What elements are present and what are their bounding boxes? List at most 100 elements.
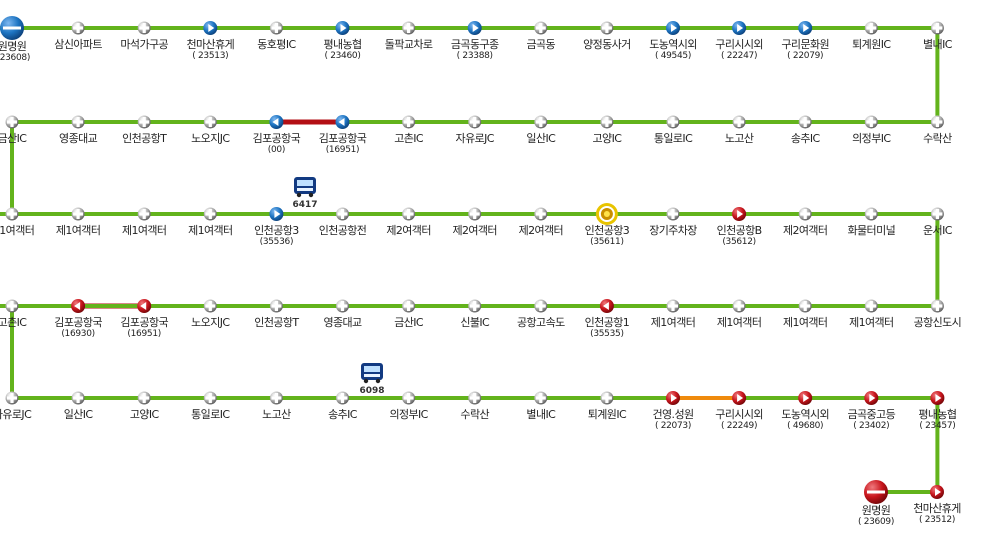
bus-stop[interactable]: 제1여객터 xyxy=(188,207,233,238)
stop-id: (35535) xyxy=(590,329,624,339)
bus-stop[interactable]: 금산IC xyxy=(0,115,28,146)
bus-stop[interactable]: 구리문화원( 22079) xyxy=(781,21,830,61)
bus-stop[interactable]: 제2여객터 xyxy=(452,207,498,238)
bus-stop[interactable]: 건영.성원( 22073) xyxy=(653,391,694,431)
bus-stop[interactable]: 자유로JC xyxy=(0,391,33,422)
bus-stop[interactable]: 인천공항전 xyxy=(319,207,367,238)
bus-stop[interactable]: 김포공항국(16930) xyxy=(54,299,103,339)
bus-stop[interactable]: 인천공항T xyxy=(122,115,168,146)
stop-name: 인천공항3 xyxy=(254,223,299,237)
bus-stop[interactable]: 공항신도시 xyxy=(914,299,962,330)
bus-stop[interactable]: 인천공항1(35535) xyxy=(585,299,630,339)
bus-stop[interactable]: 신불IC xyxy=(460,299,491,330)
bus-stop[interactable]: 구리시시외( 22247) xyxy=(715,21,764,61)
bus-marker[interactable]: 6098 xyxy=(359,363,385,396)
bus-stop[interactable]: 의정부IC xyxy=(852,115,892,146)
stop-name: 고촌IC xyxy=(0,316,27,329)
bus-stop[interactable]: 제2여객터 xyxy=(519,207,564,238)
stop-name: 구리시시외 xyxy=(715,408,763,421)
stop-name: 원명원 xyxy=(862,504,891,517)
bus-stop[interactable]: 고양IC xyxy=(130,391,160,422)
bus-stop[interactable]: 제2여객터 xyxy=(386,207,431,238)
bus-stop[interactable]: 김포공항국(16951) xyxy=(319,115,367,155)
stop-plus-icon xyxy=(534,391,548,405)
bus-stop[interactable]: 별내IC xyxy=(526,391,557,422)
bus-stop[interactable]: 일산IC xyxy=(526,115,557,146)
stop-name: 평내농협 xyxy=(918,408,956,421)
bus-stop[interactable]: 금산IC xyxy=(394,299,425,330)
bus-stop[interactable]: 장기주차장 xyxy=(649,207,698,238)
bus-stop[interactable]: 통일로IC xyxy=(654,115,694,146)
bus-stop[interactable]: 수락산 xyxy=(460,391,490,422)
bus-stop[interactable]: 인천공항3(35611) xyxy=(585,203,630,247)
bus-stop[interactable]: 의정부IC xyxy=(389,391,429,422)
bus-stop[interactable]: 제1여객터 xyxy=(56,207,101,238)
bus-stop[interactable]: 인천공항3(35536) xyxy=(254,207,300,247)
stop-name: 금곡동 xyxy=(527,38,556,51)
bus-stop[interactable]: 퇴계원IC xyxy=(588,391,628,422)
bus-stop[interactable]: 천마산휴게( 23512) xyxy=(913,485,961,525)
stop-plus-icon xyxy=(468,391,482,405)
bus-stop[interactable]: 별내IC xyxy=(923,21,953,52)
bus-stop[interactable]: 구리시시외( 22249) xyxy=(715,391,764,431)
bus-stop[interactable]: 천마산휴게( 23513) xyxy=(186,21,235,61)
bus-stop[interactable]: 송추IC xyxy=(791,115,821,146)
bus-stop[interactable]: 제1여객터 xyxy=(783,299,828,330)
bus-stop[interactable]: 김포공항국(00) xyxy=(253,115,301,155)
stop-id: (35612) xyxy=(722,237,756,247)
bus-stop[interactable]: 제1여객터 xyxy=(849,299,894,330)
bus-stop[interactable]: 고촌IC xyxy=(394,115,425,146)
bus-stop[interactable]: 평내농협( 23457) xyxy=(918,391,957,431)
bus-stop[interactable]: 영종대교 xyxy=(59,115,98,146)
bus-stop[interactable]: 돌팍교차로 xyxy=(385,21,433,52)
bus-stop[interactable]: 금곡중고등( 23402) xyxy=(847,391,896,431)
bus-stop[interactable]: 운서IC xyxy=(923,207,953,238)
bus-stop[interactable]: 고촌IC xyxy=(0,299,28,330)
bus-stop[interactable]: 양정동사거 xyxy=(583,21,631,52)
bus-stop[interactable]: 금곡동 xyxy=(527,21,556,52)
stop-plus-icon xyxy=(203,391,217,405)
bus-stop[interactable]: 도농역시외( 49680) xyxy=(781,391,830,431)
bus-stop[interactable]: 제2여객터 xyxy=(783,207,828,238)
stop-plus-icon xyxy=(71,391,85,405)
stop-plus-icon xyxy=(864,115,878,129)
bus-stop[interactable]: 노고산 xyxy=(725,115,754,146)
bus-stop[interactable]: 제1여객터 xyxy=(122,207,167,238)
bus-stop[interactable]: 영종대교 xyxy=(323,299,363,330)
direction-right-icon xyxy=(864,391,879,405)
bus-stop[interactable]: 자유로JC xyxy=(456,115,495,146)
bus-stop[interactable]: 인천공항T xyxy=(254,299,300,330)
stop-plus-icon xyxy=(336,299,349,313)
stop-plus-icon xyxy=(137,21,151,35)
stop-name: 금산IC xyxy=(394,316,424,329)
bus-stop[interactable]: 통일로IC xyxy=(191,391,231,422)
stop-name: 신불IC xyxy=(460,316,490,329)
bus-stop[interactable]: 고양IC xyxy=(593,115,623,146)
stop-plus-icon xyxy=(336,207,349,221)
bus-stop[interactable]: 공항고속도 xyxy=(517,299,566,330)
bus-stop[interactable]: 원명원( 23608) xyxy=(0,16,30,63)
bus-stop[interactable]: 동호평IC xyxy=(257,21,297,52)
bus-stop[interactable]: 노고산 xyxy=(262,391,292,422)
bus-stop[interactable]: 노오지JC xyxy=(191,115,231,146)
bus-stop[interactable]: 노오지JC xyxy=(191,299,231,330)
bus-stop[interactable]: 퇴계원IC xyxy=(852,21,892,52)
bus-stop[interactable]: 일산IC xyxy=(64,391,94,422)
bus-stop[interactable]: 제1여객터 xyxy=(651,299,696,330)
bus-stop[interactable]: 화물터미널 xyxy=(847,207,896,238)
bus-stop[interactable]: 인천공항B(35612) xyxy=(717,207,762,247)
stop-name: 제1여객터 xyxy=(783,316,827,329)
bus-stop[interactable]: 수락산 xyxy=(923,115,953,146)
bus-stop[interactable]: 평내농협( 23460) xyxy=(323,21,362,61)
stop-plus-icon xyxy=(402,21,416,35)
bus-stop[interactable]: 도농역시외( 49545) xyxy=(649,21,697,61)
bus-marker[interactable]: 6417 xyxy=(292,177,318,210)
bus-stop[interactable]: 김포공항국(16951) xyxy=(120,299,169,339)
bus-stop[interactable]: 송추IC xyxy=(328,391,358,422)
bus-stop[interactable]: 원명원( 23609) xyxy=(858,480,894,527)
bus-stop[interactable]: 마석가구공 xyxy=(120,21,169,52)
bus-stop[interactable]: 금곡동구종( 23388) xyxy=(451,21,500,61)
bus-stop[interactable]: 제1여객터 xyxy=(0,207,35,238)
bus-stop[interactable]: 제1여객터 xyxy=(717,299,762,330)
bus-stop[interactable]: 삼신아파트 xyxy=(54,21,103,52)
